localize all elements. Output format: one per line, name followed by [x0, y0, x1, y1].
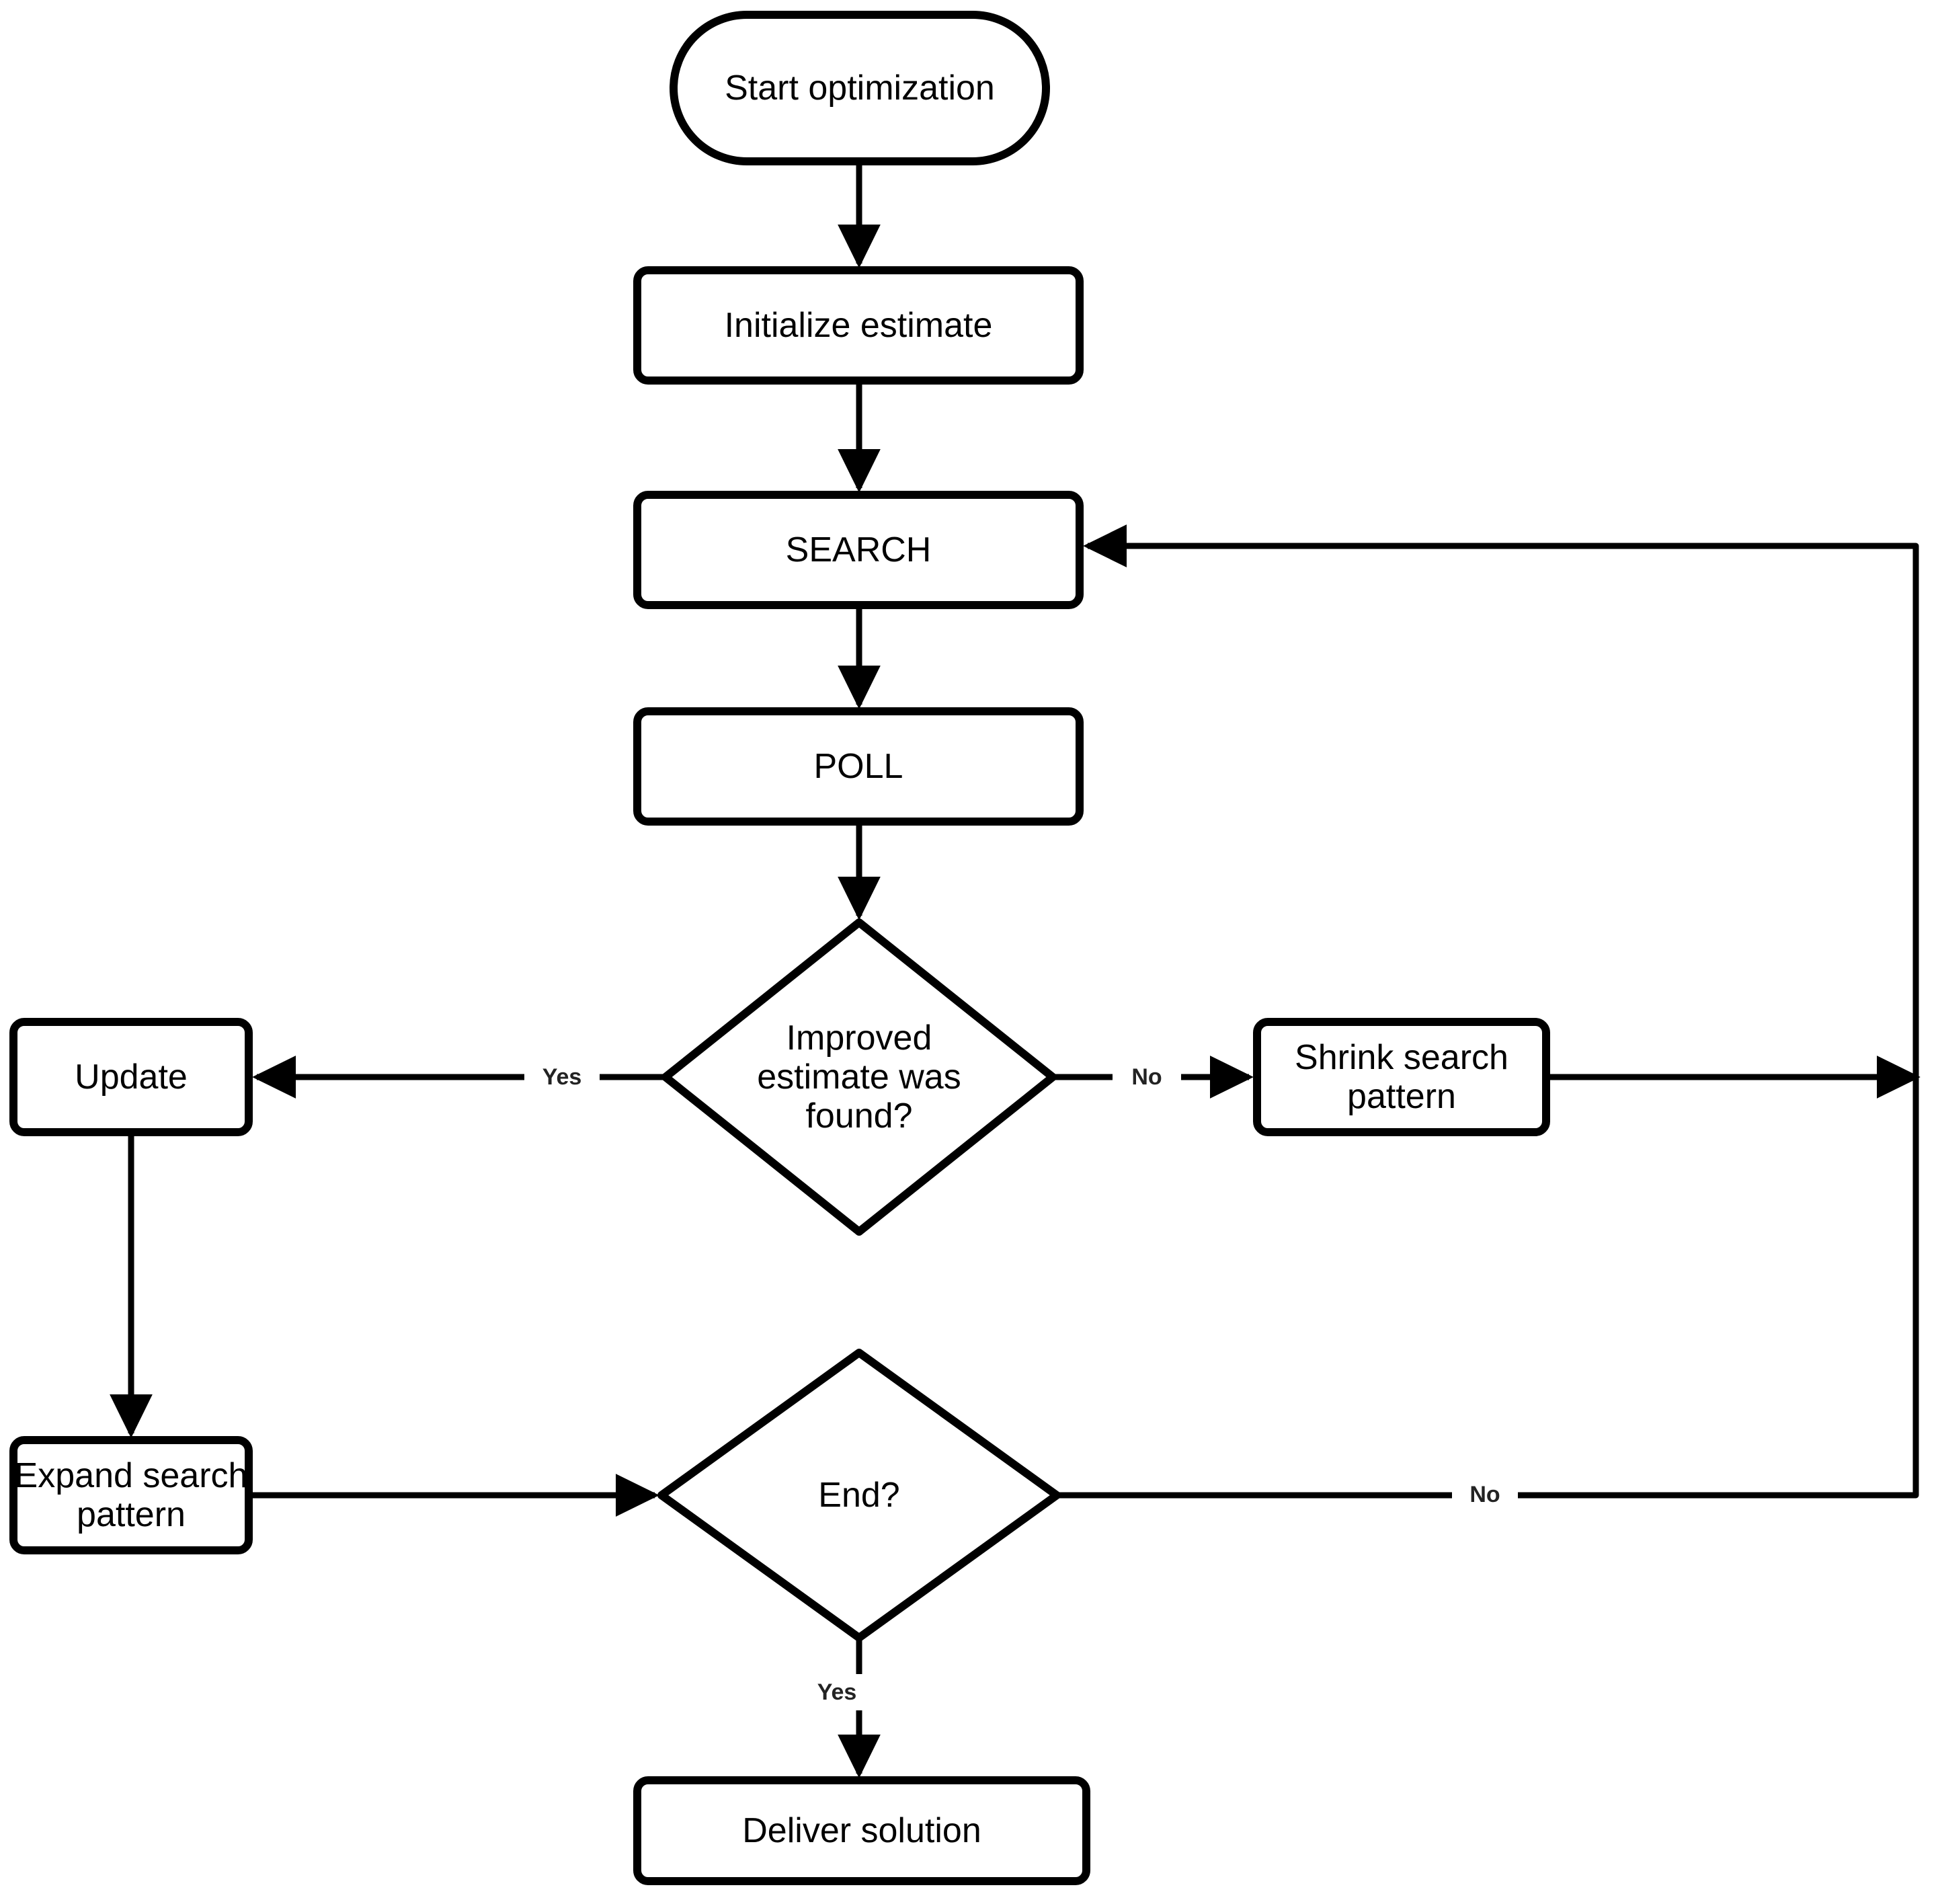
node-shape-improved-decision[interactable]: [661, 918, 1057, 1236]
node-expand[interactable]: [13, 1440, 249, 1550]
node-end-decision[interactable]: [661, 1353, 1057, 1638]
node-update[interactable]: [13, 1022, 249, 1132]
node-improved-decision[interactable]: [666, 922, 1053, 1232]
node-start[interactable]: [674, 15, 1046, 161]
node-shrink[interactable]: [1257, 1022, 1546, 1132]
node-initialize[interactable]: [637, 270, 1080, 381]
node-poll[interactable]: [637, 711, 1080, 822]
node-search[interactable]: [637, 495, 1080, 605]
node-shape-deliver[interactable]: [633, 1776, 1090, 1885]
node-deliver[interactable]: [637, 1780, 1086, 1881]
